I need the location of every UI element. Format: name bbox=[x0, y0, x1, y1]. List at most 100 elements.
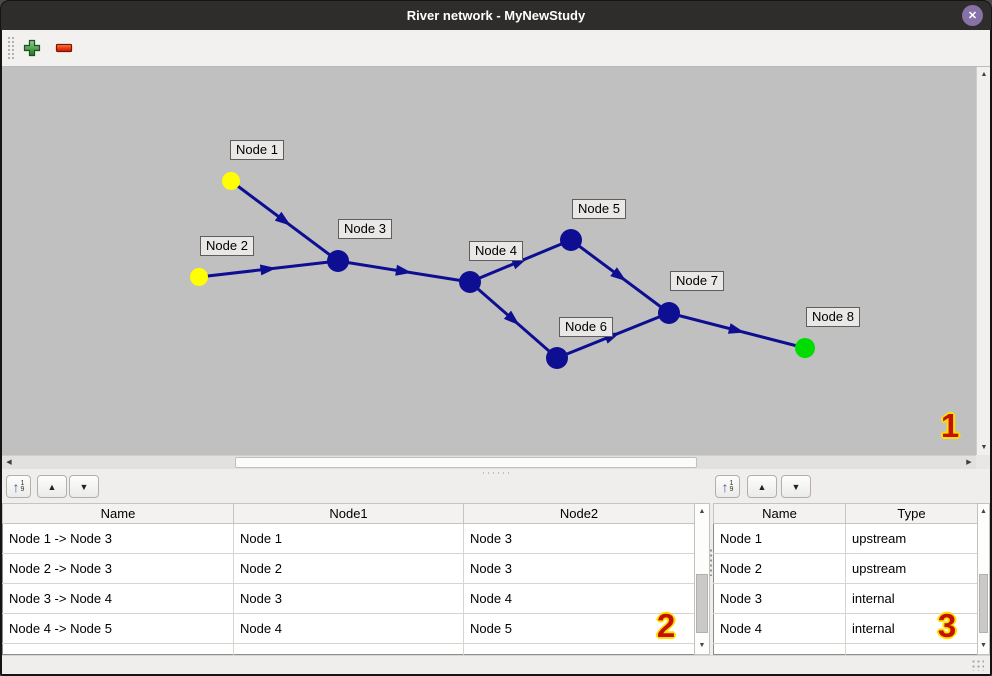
scroll-down-icon[interactable]: ▼ bbox=[980, 444, 988, 451]
table-cell[interactable]: Node 4 bbox=[233, 613, 464, 644]
node-circle[interactable] bbox=[459, 271, 481, 293]
column-header[interactable]: Node2 bbox=[463, 503, 695, 524]
close-button[interactable]: ✕ bbox=[962, 5, 983, 26]
links-scroll-thumb[interactable] bbox=[696, 574, 708, 633]
table-cell[interactable]: Node 3 bbox=[713, 583, 846, 614]
status-bar bbox=[2, 655, 990, 674]
node-label[interactable]: Node 5 bbox=[572, 199, 626, 219]
table-cell[interactable]: Node 4 -> Node 5 bbox=[2, 613, 234, 644]
node-label[interactable]: Node 8 bbox=[806, 307, 860, 327]
table-cell[interactable]: Node 5 bbox=[463, 613, 695, 644]
main-toolbar bbox=[2, 30, 990, 67]
column-header[interactable]: Node1 bbox=[233, 503, 464, 524]
scroll-left-icon[interactable]: ◀ bbox=[6, 459, 12, 466]
table-cell[interactable]: Node 3 -> Node 4 bbox=[2, 583, 234, 614]
table-cell[interactable]: internal bbox=[845, 583, 978, 614]
nodes-scroll-thumb[interactable] bbox=[979, 574, 988, 633]
node-circle[interactable] bbox=[327, 250, 349, 272]
node-circle[interactable] bbox=[190, 268, 208, 286]
scroll-up-icon[interactable]: ▲ bbox=[698, 508, 706, 515]
table-cell[interactable]: Node 1 -> Node 3 bbox=[2, 523, 234, 554]
table-cell[interactable]: Node 2 bbox=[233, 553, 464, 584]
edge-arrow-icon bbox=[503, 310, 520, 326]
annotation-badge: 2 bbox=[656, 607, 676, 645]
scroll-up-icon[interactable]: ▲ bbox=[980, 71, 988, 78]
canvas-horizontal-scrollbar[interactable]: ◀ ▶ bbox=[2, 455, 976, 469]
scrollbar-corner bbox=[976, 455, 990, 469]
close-icon: ✕ bbox=[967, 10, 978, 22]
table-cell[interactable]: upstream bbox=[845, 523, 978, 554]
network-canvas[interactable]: Node 1 Node 2 Node 3 Node 4 Node 5 Node 6 Node… bbox=[2, 67, 976, 455]
table-cell[interactable]: Node 3 bbox=[233, 583, 464, 614]
table-cell[interactable]: upstream bbox=[845, 553, 978, 584]
horizontal-scroll-thumb[interactable] bbox=[235, 457, 697, 468]
table-cell[interactable]: Node 4 bbox=[463, 583, 695, 614]
node-label[interactable]: Node 4 bbox=[469, 241, 523, 261]
table-cell[interactable]: internal bbox=[845, 613, 978, 644]
scroll-right-icon[interactable]: ▶ bbox=[966, 459, 972, 466]
resize-grip-icon[interactable] bbox=[971, 659, 984, 671]
triangle-up-icon: ▲ bbox=[47, 481, 57, 492]
nodes-move-down-button[interactable]: ▼ bbox=[781, 475, 811, 498]
table-cell[interactable]: Node 3 bbox=[463, 553, 695, 584]
edge-arrow-icon bbox=[259, 264, 277, 276]
column-header[interactable]: Name bbox=[2, 503, 234, 524]
table-cell[interactable]: Node 4 bbox=[713, 613, 846, 644]
links-table-scrollbar[interactable]: ▲ ▼ bbox=[694, 503, 710, 655]
scroll-down-icon[interactable]: ▼ bbox=[980, 642, 987, 649]
node-label[interactable]: Node 3 bbox=[338, 219, 392, 239]
remove-node-button[interactable] bbox=[53, 37, 75, 59]
triangle-down-icon: ▼ bbox=[791, 481, 801, 492]
titlebar[interactable]: River network - MyNewStudy ✕ bbox=[1, 1, 991, 30]
triangle-down-icon: ▼ bbox=[79, 481, 89, 492]
node-label[interactable]: Node 7 bbox=[670, 271, 724, 291]
nodes-move-up-button[interactable]: ▲ bbox=[747, 475, 777, 498]
node-circle[interactable] bbox=[222, 172, 240, 190]
panel-splitter[interactable] bbox=[2, 469, 990, 476]
table-cell[interactable]: Node 2 -> Node 3 bbox=[2, 553, 234, 584]
table-cell[interactable]: Node 1 bbox=[233, 523, 464, 554]
table-cell[interactable]: Node 1 bbox=[713, 523, 846, 554]
triangle-up-icon: ▲ bbox=[757, 481, 767, 492]
annotation-badge: 3 bbox=[937, 607, 957, 645]
minus-icon bbox=[55, 43, 73, 53]
node-circle[interactable] bbox=[560, 229, 582, 251]
node-circle[interactable] bbox=[658, 302, 680, 324]
table-cell[interactable]: Node 2 bbox=[713, 553, 846, 584]
canvas-vertical-scrollbar[interactable]: ▲ ▼ bbox=[976, 67, 990, 455]
scroll-down-icon[interactable]: ▼ bbox=[698, 642, 706, 649]
edge-arrow-icon bbox=[274, 211, 291, 226]
toolbar-drag-handle[interactable] bbox=[7, 36, 15, 61]
tables-splitter-grip-icon[interactable] bbox=[709, 548, 713, 576]
nodes-table-scrollbar[interactable]: ▲ ▼ bbox=[977, 503, 990, 655]
edge-arrow-icon bbox=[395, 264, 412, 276]
node-circle[interactable] bbox=[795, 338, 815, 358]
edge-arrow-icon bbox=[610, 267, 627, 282]
column-header[interactable]: Name bbox=[713, 503, 846, 524]
plus-icon bbox=[23, 39, 41, 57]
links-move-down-button[interactable]: ▼ bbox=[69, 475, 99, 498]
column-header[interactable]: Type bbox=[845, 503, 978, 524]
node-label[interactable]: Node 1 bbox=[230, 140, 284, 160]
node-label[interactable]: Node 2 bbox=[200, 236, 254, 256]
scroll-up-icon[interactable]: ▲ bbox=[980, 508, 987, 515]
links-move-up-button[interactable]: ▲ bbox=[37, 475, 67, 498]
table-cell[interactable]: Node 3 bbox=[463, 523, 695, 554]
add-node-button[interactable] bbox=[21, 37, 43, 59]
node-circle[interactable] bbox=[546, 347, 568, 369]
node-label[interactable]: Node 6 bbox=[559, 317, 613, 337]
